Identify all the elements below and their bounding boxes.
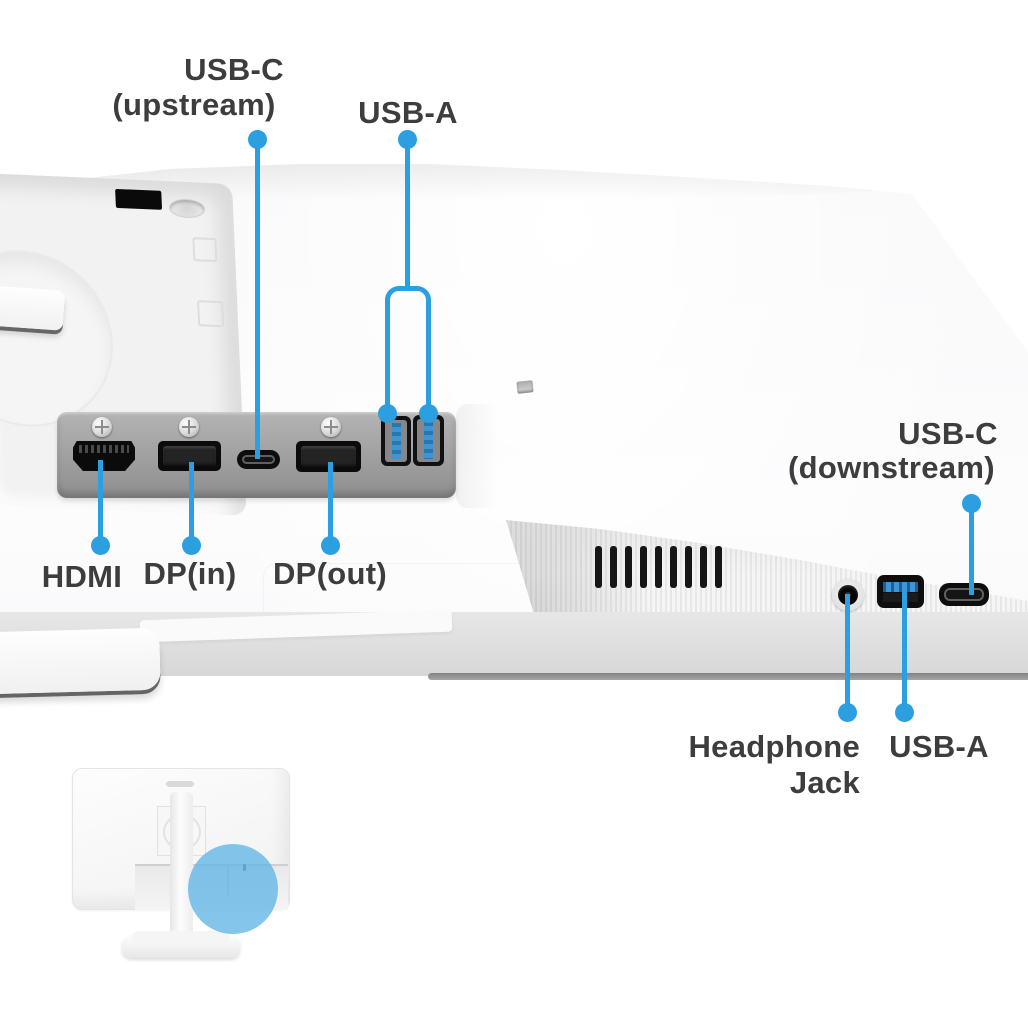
panel-step-shadow: [456, 404, 526, 508]
callout-dot-usb-a-downstream: [895, 703, 914, 722]
vent-slot: [670, 546, 677, 588]
label-usb-c-downstream-line1: USB-C: [898, 416, 998, 451]
dp-in-port: [158, 441, 221, 471]
label-hdmi: HDMI: [41, 559, 123, 594]
screw-icon: [321, 417, 341, 437]
usb-a-tongue: [883, 582, 918, 592]
vent-slot: [685, 546, 692, 588]
vent-slot: [610, 546, 617, 588]
label-usb-a-upstream: USB-A: [358, 95, 458, 130]
stand-release-latch: [0, 285, 66, 331]
hdmi-pins: [79, 445, 129, 453]
screw-icon: [92, 417, 112, 437]
stand-mount-slot: [115, 188, 163, 210]
highlight-circle: [188, 844, 278, 934]
mount-notch: [192, 237, 218, 263]
mini-stand-base: [122, 931, 240, 958]
hdmi-port: [73, 441, 135, 471]
mini-stand-column: [170, 792, 193, 952]
callout-dot-usb-a-upstream: [398, 130, 417, 149]
callout-dot-usb-c-downstream: [962, 494, 981, 513]
label-headphone-line2: Jack: [789, 764, 860, 800]
callout-dot-dp-in: [182, 536, 201, 555]
callout-dot-hdmi: [91, 536, 110, 555]
callout-line-usb-c-downstream: [969, 500, 974, 595]
callout-dot-usb-c-upstream: [248, 130, 267, 149]
dp-cavity: [163, 446, 216, 466]
vent-slot: [655, 546, 662, 588]
label-usb-c-downstream-line2: (downstream): [788, 450, 995, 485]
stand-arm: [0, 627, 161, 695]
callout-dot-headphone: [838, 703, 857, 722]
screw-icon: [179, 417, 199, 437]
callout-dot-usb-a-port-1: [378, 404, 397, 423]
bottom-edge-dark-line: [428, 673, 1028, 680]
usb-a-upstream-port-1: [381, 416, 411, 466]
usb-a-upstream-port-2: [413, 415, 444, 466]
mount-circular-depression: [0, 248, 115, 429]
callout-line-usb-a-upstream: [405, 139, 410, 289]
callout-line-headphone: [845, 594, 850, 716]
usb-a-downstream-port: [879, 577, 922, 606]
label-usb-a-downstream: USB-A: [889, 729, 989, 764]
kensington-lock-slot: [516, 380, 534, 394]
callout-bracket-usb-a: [385, 286, 431, 416]
callout-line-dp-in: [189, 462, 194, 548]
callout-line-dp-out: [328, 462, 333, 548]
stand-release-hole: [168, 198, 206, 219]
mount-notch: [197, 300, 225, 328]
callout-line-hdmi: [98, 460, 103, 548]
label-dp-out: DP(out): [272, 556, 387, 591]
callout-dot-dp-out: [321, 536, 340, 555]
label-headphone-jack: Headphone Jack: [560, 729, 860, 800]
vent-slot: [700, 546, 707, 588]
vent-slot: [715, 546, 722, 588]
usb-a-tongue: [391, 423, 401, 459]
usb-a-tongue: [424, 422, 433, 459]
callout-line-usb-c-upstream: [255, 139, 260, 459]
dp-cavity: [301, 446, 356, 467]
usb-a-well: [883, 593, 918, 602]
label-dp-in: DP(in): [143, 556, 237, 591]
callout-dot-usb-a-port-2: [419, 404, 438, 423]
label-usb-c-upstream-line2: (upstream): [112, 87, 276, 122]
callout-line-usb-a-downstream: [902, 590, 907, 716]
vent-slot: [595, 546, 602, 588]
vent-slot: [625, 546, 632, 588]
label-headphone-line1: Headphone: [688, 729, 860, 764]
usb-c-upstream-port: [237, 450, 280, 469]
label-usb-c-upstream-line1: USB-C: [184, 52, 284, 87]
vent-slot: [640, 546, 647, 588]
usb-c-downstream-port: [939, 583, 989, 606]
mini-brand-logo: [166, 781, 194, 787]
usb-c-cavity: [242, 455, 275, 464]
usb-c-cavity: [944, 588, 984, 601]
